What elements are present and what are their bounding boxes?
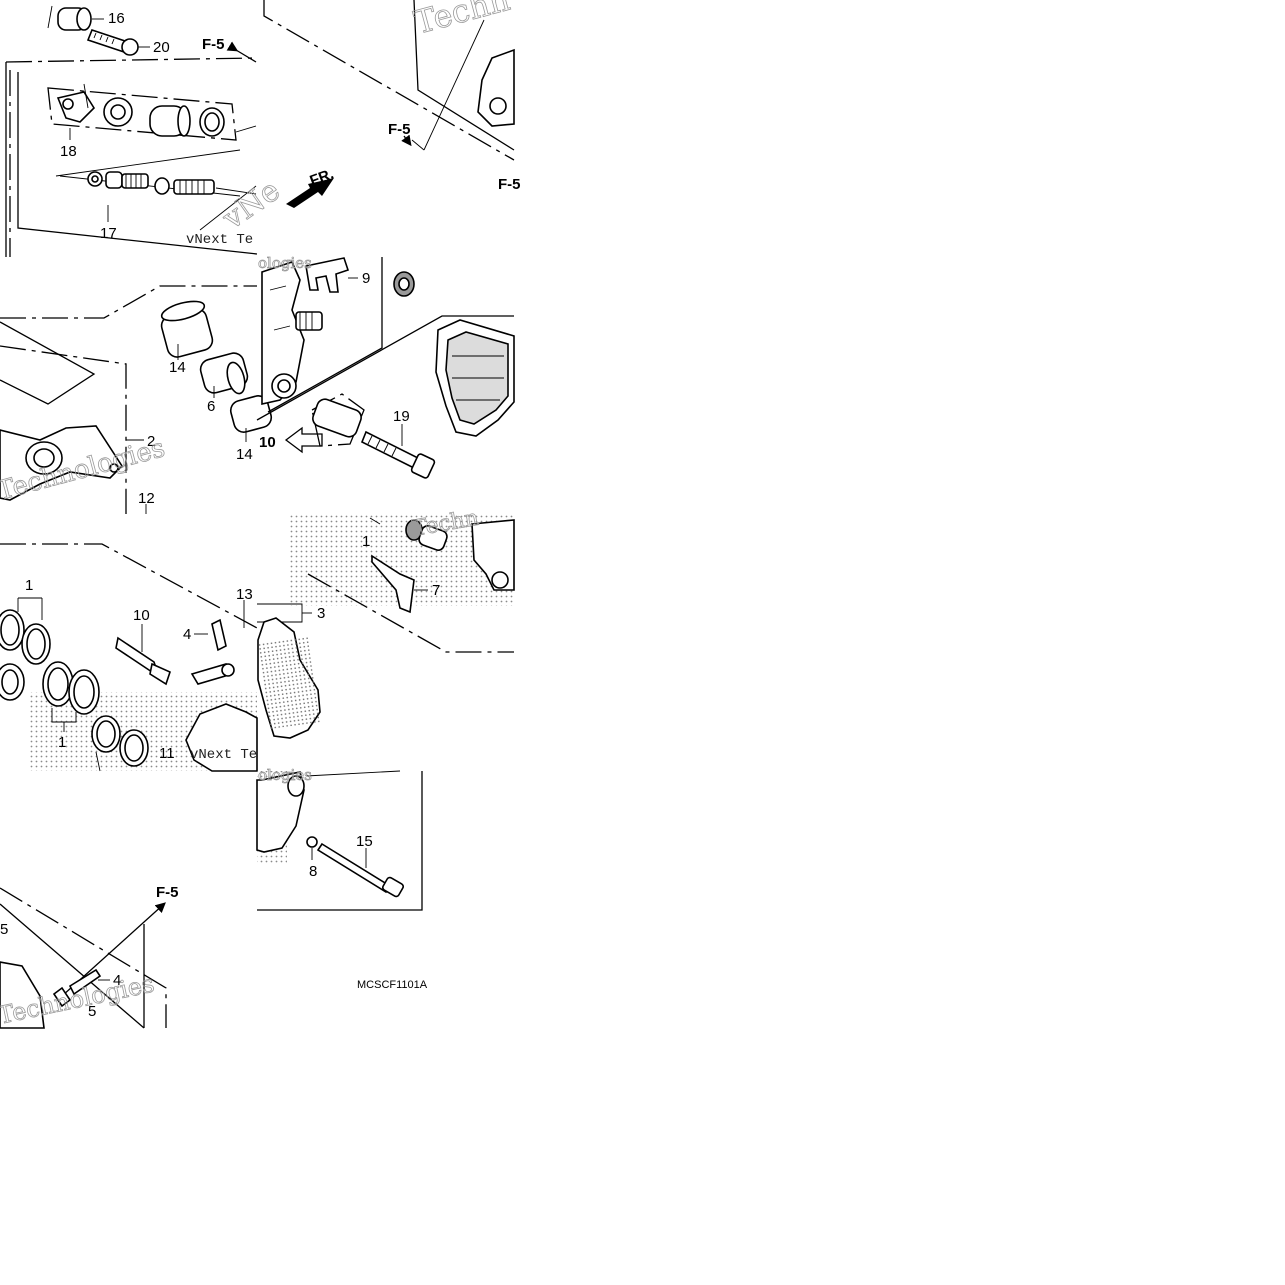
callout-19: 19 xyxy=(393,408,410,425)
part-10-pin xyxy=(115,636,157,674)
caliper-half-d xyxy=(261,261,305,405)
caliper-lower-h xyxy=(0,961,45,1029)
watermark-vnext-e: vNext Te xyxy=(190,747,257,763)
diagram-code: MCSCF1101A xyxy=(357,979,428,991)
callout-13: 13 xyxy=(236,586,253,603)
callout-18: 18 xyxy=(60,143,77,160)
forward-arrow-icon xyxy=(286,178,334,208)
watermark-ologies-d: ologies xyxy=(258,254,312,272)
callout-9: 9 xyxy=(362,270,370,287)
callout-1c: 1 xyxy=(362,533,370,550)
callout-6: 6 xyxy=(207,398,215,415)
ref-fr: FR. xyxy=(308,166,337,190)
watermark-techn: Techn xyxy=(410,0,513,42)
callout-11: 11 xyxy=(159,745,175,762)
callout-17: 17 xyxy=(100,225,117,242)
callout-5b: 5 xyxy=(88,1003,96,1020)
callout-10: 10 xyxy=(133,607,150,624)
watermark-vnext: vNext Te xyxy=(186,232,253,248)
ref-f5-tile-b2: F-5 xyxy=(498,176,521,193)
part-19-bolt xyxy=(360,430,420,470)
callout-4b: 4 xyxy=(113,972,121,989)
callout-12: 12 xyxy=(138,490,155,507)
callout-20: 20 xyxy=(153,39,170,56)
callout-14a: 14 xyxy=(169,359,186,376)
ref-f5-tile-a: F-5 xyxy=(202,36,225,53)
callout-8: 8 xyxy=(309,863,317,880)
tile-pads-pins: 9 10 19 ologies xyxy=(256,254,515,479)
watermark-vne: vNe xyxy=(216,173,287,237)
part-7-spring xyxy=(371,554,415,614)
callout-5a: 5 xyxy=(0,921,8,938)
tile-piston-seals: 1 1 11 10 4 13 vNext Te xyxy=(0,543,258,772)
part-9-clip xyxy=(305,257,350,293)
part-4-bleeder xyxy=(211,618,227,652)
callout-4a: 4 xyxy=(183,626,191,643)
tile-seal-kit: 16 20 F-5 18 17 xyxy=(5,5,287,257)
part-15-pin xyxy=(316,842,392,894)
tile-caliper-assembly-top: F-5 Techn FR. F-5 xyxy=(263,0,521,208)
callout-15: 15 xyxy=(356,833,373,850)
callout-1b: 1 xyxy=(58,734,66,751)
callout-16: 16 xyxy=(108,10,125,27)
tile-pad-pin: 8 15 ologies MCSCF1101A xyxy=(256,766,428,991)
caliper-body-edge xyxy=(477,48,515,127)
callout-2: 2 xyxy=(147,433,155,450)
tile-caliper-lower: F-5 5 4 5 Technologies xyxy=(0,884,179,1030)
callout-3: 3 xyxy=(317,605,325,622)
caliper-lower-e xyxy=(185,703,258,772)
watermark-ologies-g: ologies xyxy=(258,766,312,784)
tile-caliper-bracket: 2 14 6 14 12 Technologies xyxy=(0,285,273,514)
part-4-bleeder-h xyxy=(68,968,102,996)
ref-f5-tile-b: F-5 xyxy=(388,121,411,138)
callout-7: 7 xyxy=(432,582,440,599)
tile-pad-pin-retainer: 1 7 3 Techn xyxy=(257,505,515,739)
callout-14b: 14 xyxy=(236,446,253,463)
ref-10: 10 xyxy=(259,434,276,451)
ref-f5-tile-h: F-5 xyxy=(156,884,179,901)
callout-1a: 1 xyxy=(25,577,33,594)
